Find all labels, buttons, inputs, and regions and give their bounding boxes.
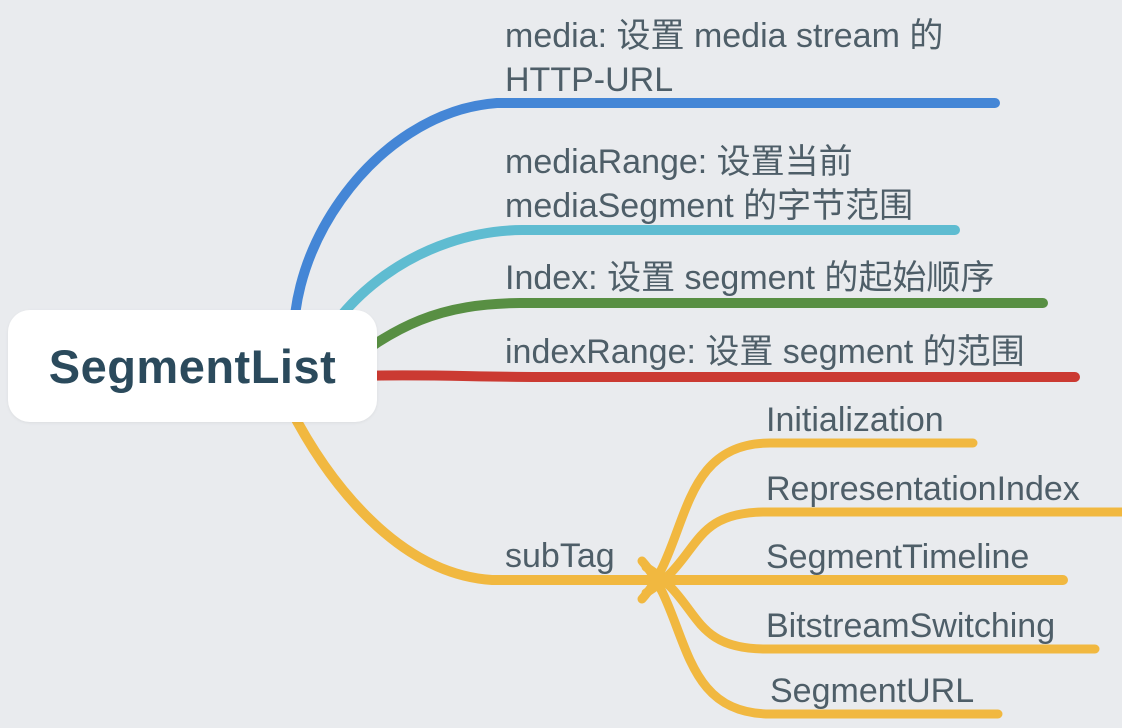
branch-line-subtag	[285, 403, 1068, 585]
child-label-segmenturl[interactable]: SegmentURL	[770, 669, 974, 713]
branch-label-subtag-line1: subTag	[505, 537, 615, 575]
root-node-label: SegmentList	[48, 339, 337, 393]
root-node[interactable]: SegmentList	[8, 310, 377, 422]
branch-line-segmenturl	[637, 556, 1003, 719]
child-label-initialization[interactable]: Initialization	[766, 398, 944, 442]
branch-line-bitstreamswitching	[641, 562, 1100, 654]
branch-label-media[interactable]: media: 设置 media stream 的 HTTP-URL	[505, 14, 943, 102]
child-label-segmenttimeline-text: SegmentTimeline	[766, 538, 1030, 576]
branch-line-indexrange	[347, 370, 1080, 382]
child-label-segmenturl-text: SegmentURL	[770, 672, 975, 710]
branch-label-mediarange[interactable]: mediaRange: 设置当前 mediaSegment 的字节范围	[505, 140, 913, 228]
branch-label-index[interactable]: Index: 设置 segment 的起始顺序	[505, 256, 994, 300]
branch-label-indexrange-line1: indexRange: 设置 segment 的范围	[505, 333, 1025, 371]
branch-label-indexrange[interactable]: indexRange: 设置 segment 的范围	[505, 330, 1025, 374]
branch-label-subtag[interactable]: subTag	[505, 534, 615, 578]
branch-label-index-line1: Index: 设置 segment 的起始顺序	[505, 259, 995, 297]
child-label-representationindex-text: RepresentationIndex	[766, 470, 1080, 508]
branch-label-mediarange-line2: mediaSegment 的字节范围	[505, 187, 914, 225]
child-label-bitstreamswitching-text: BitstreamSwitching	[766, 607, 1056, 645]
branch-label-mediarange-line1: mediaRange: 设置当前	[505, 143, 853, 181]
child-label-bitstreamswitching[interactable]: BitstreamSwitching	[766, 604, 1055, 648]
child-label-representationindex[interactable]: RepresentationIndex	[766, 467, 1080, 511]
branch-label-media-line2: HTTP-URL	[505, 61, 674, 99]
child-label-segmenttimeline[interactable]: SegmentTimeline	[766, 535, 1029, 579]
child-label-initialization-text: Initialization	[766, 401, 944, 439]
branch-label-media-line1: media: 设置 media stream 的	[505, 17, 944, 55]
